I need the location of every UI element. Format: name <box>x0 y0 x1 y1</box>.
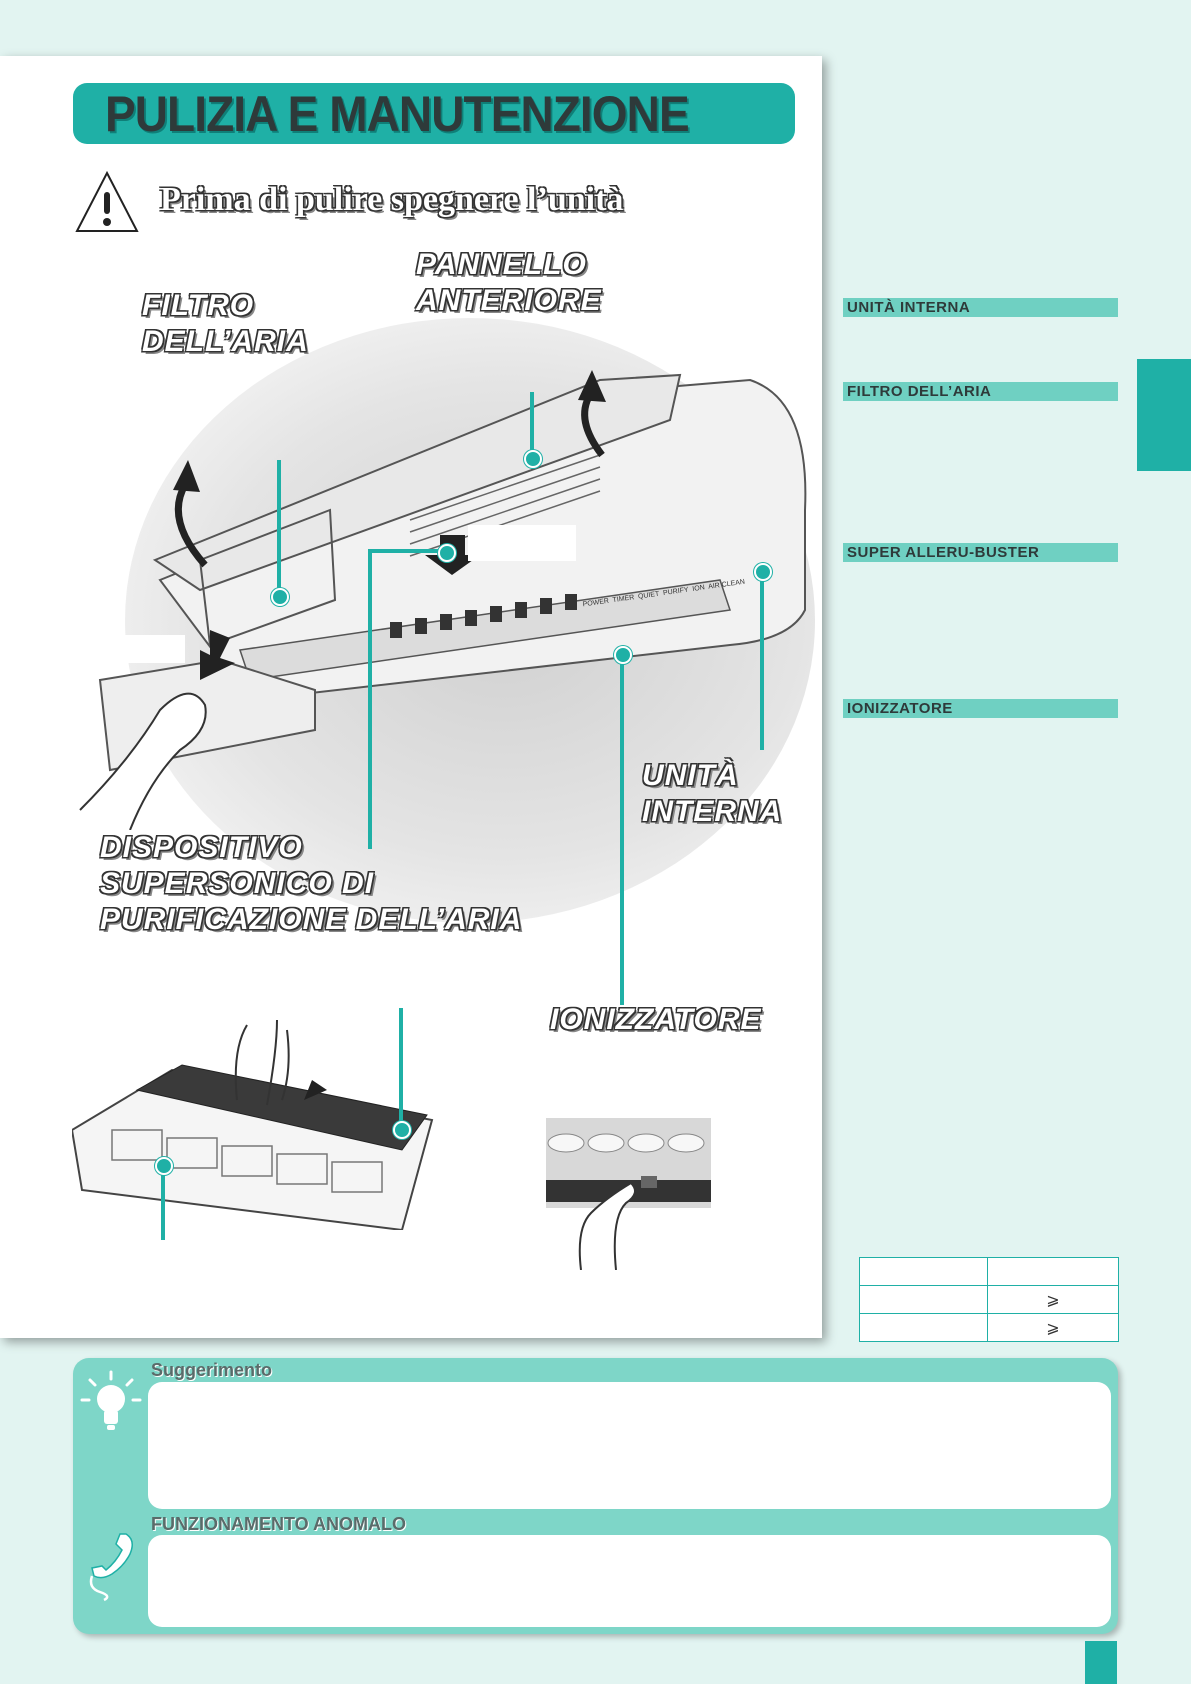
dot-air-filter-lower <box>155 1157 173 1175</box>
dot-air-filter <box>271 588 289 606</box>
label-front-panel-line2: ANTERIORE <box>416 284 602 317</box>
section-bar-super-alleru-buster <box>843 543 1118 562</box>
dot-front-panel <box>524 450 542 468</box>
leader-air-filter-lower <box>161 1165 165 1240</box>
indoor-unit-illustration <box>79 370 807 830</box>
label-purifier-line3: PURIFICAZIONE DELL’ARIA <box>100 903 523 936</box>
table-cell <box>859 1257 988 1286</box>
table-cell: ⩾ <box>987 1313 1119 1342</box>
label-indoor-unit-line2: INTERNA <box>642 795 783 828</box>
dot-purifier <box>438 544 456 562</box>
section-indoor-unit: UNITÀ INTERNA <box>847 299 971 316</box>
dot-indoor-unit <box>754 563 772 581</box>
page-number-tab <box>1085 1641 1117 1684</box>
table-row <box>859 1257 1119 1286</box>
section-ionizer: IONIZZATORE <box>847 700 953 717</box>
warning-text: Prima di pulire spegnere l’unità <box>160 181 624 218</box>
ionizer-illustration <box>546 1118 711 1270</box>
label-front-panel: PANNELLO ANTERIORE <box>416 247 602 319</box>
abnormal-title: FUNZIONAMENTO ANOMALO <box>151 1514 406 1534</box>
label-air-filter-line2: DELL’ARIA <box>142 325 309 358</box>
table-cell <box>987 1257 1119 1286</box>
dot-ionizer <box>614 646 632 664</box>
leader-purifier <box>368 549 372 849</box>
section-super-alleru-buster: SUPER ALLERU-BUSTER <box>847 544 1040 561</box>
table-cell: ⩾ <box>987 1285 1119 1314</box>
label-purifier: DISPOSITIVO SUPERSONICO DI PURIFICAZIONE… <box>100 830 522 938</box>
leader-purifier-lower <box>399 1008 403 1128</box>
tip-content <box>148 1382 1111 1509</box>
table-row: ⩾ <box>859 1285 1119 1314</box>
section-bar-ionizer <box>843 699 1118 718</box>
table-row: ⩾ <box>859 1313 1119 1342</box>
label-front-panel-line1: PANNELLO <box>416 248 587 281</box>
lightbulb-icon <box>80 1370 142 1430</box>
title-bar <box>73 83 795 144</box>
label-indoor-unit: UNITÀ INTERNA <box>642 758 782 830</box>
side-tab <box>1137 359 1191 471</box>
leader-ionizer <box>620 655 624 1005</box>
leader-purifier-h <box>368 549 446 553</box>
label-air-filter: FILTRO DELL’ARIA <box>142 288 309 360</box>
label-air-filter-line1: FILTRO <box>142 289 255 322</box>
label-ionizer: IONIZZATORE <box>550 1003 762 1036</box>
abnormal-content <box>148 1535 1111 1627</box>
section-air-filter: FILTRO DELL’ARIA <box>847 383 992 400</box>
label-purifier-line2: SUPERSONICO DI <box>100 867 375 900</box>
leader-air-filter <box>277 460 281 595</box>
maintenance-table: ⩾ ⩾ <box>859 1257 1119 1342</box>
table-cell <box>859 1313 988 1342</box>
section-bar-indoor-unit <box>843 298 1118 317</box>
label-purifier-line1: DISPOSITIVO <box>100 831 303 864</box>
tip-title: Suggerimento <box>151 1360 273 1380</box>
leader-front-panel <box>530 392 534 457</box>
filter-tray-illustration <box>72 1019 434 1230</box>
leader-indoor-unit <box>760 572 764 750</box>
page-title: PULIZIA E MANUTENZIONE <box>105 86 690 142</box>
table-cell <box>859 1285 988 1314</box>
dot-purifier-lower <box>393 1121 411 1139</box>
phone-icon <box>89 1533 133 1602</box>
warning-triangle-icon <box>75 170 139 232</box>
label-indoor-unit-line1: UNITÀ <box>642 759 739 792</box>
section-bar-air-filter <box>843 382 1118 401</box>
